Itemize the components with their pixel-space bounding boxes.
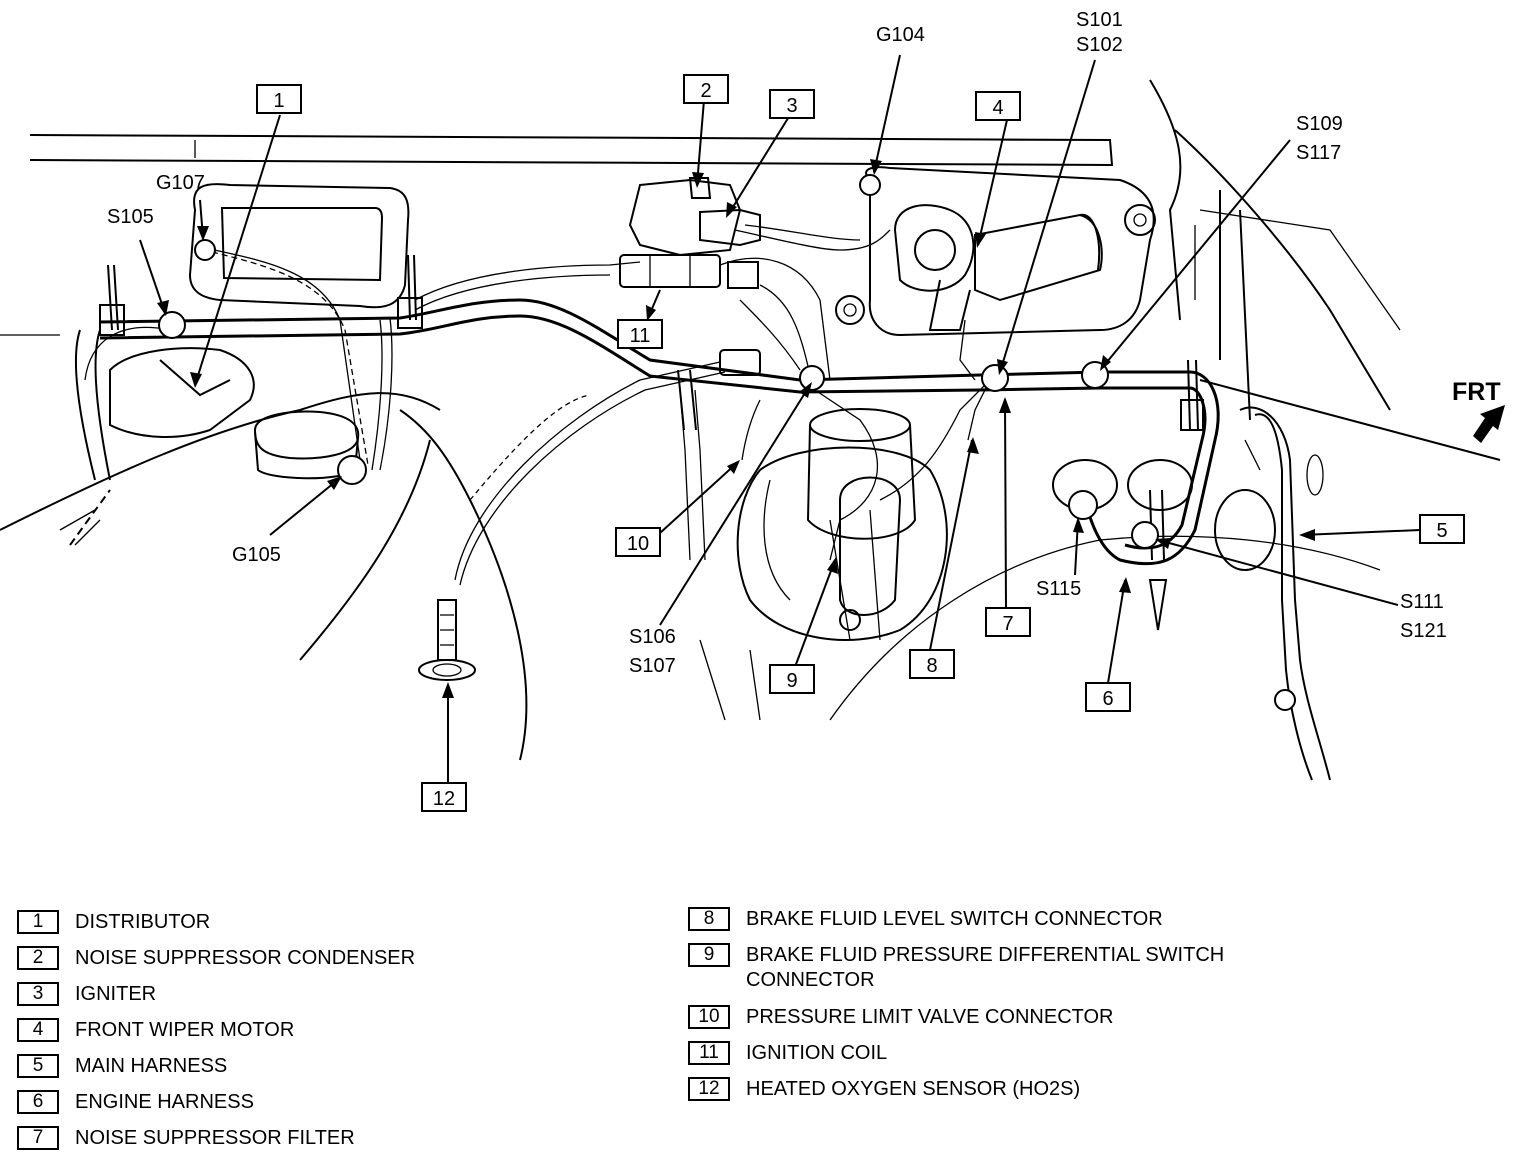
grommets xyxy=(1052,454,1324,631)
legend-number: 7 xyxy=(17,1126,59,1150)
callout-2: 2 xyxy=(683,74,729,104)
label-s115: S115 xyxy=(1036,578,1081,600)
label-g107: G107 xyxy=(156,172,205,194)
callout-3: 3 xyxy=(769,89,815,119)
front-arrow-icon xyxy=(1473,405,1505,443)
callout-10: 10 xyxy=(615,527,661,557)
wiring-diagram: FRT 1 2 3 4 5 6 7 8 9 10 11 12 G104 S101… xyxy=(0,9,1505,812)
label-s101: S101 xyxy=(1076,9,1123,31)
label-s105: S105 xyxy=(107,206,154,228)
svg-text:5: 5 xyxy=(1436,520,1447,542)
callout-8: 8 xyxy=(909,649,955,679)
ignition-components xyxy=(619,177,1103,376)
svg-text:8: 8 xyxy=(926,655,937,677)
legend-item-6: 6 ENGINE HARNESS xyxy=(17,1090,635,1115)
legend-number: 1 xyxy=(17,910,59,934)
svg-text:6: 6 xyxy=(1102,688,1113,710)
callouts: 1 2 3 4 5 6 7 8 9 10 11 12 xyxy=(256,74,1465,812)
arrowheads xyxy=(157,159,1315,698)
callout-9: 9 xyxy=(769,664,815,694)
oxygen-sensor xyxy=(418,599,476,681)
legend-item-3: 3 IGNITER xyxy=(17,982,635,1007)
legend-number: 2 xyxy=(17,946,59,970)
connector-labels: G104 S101 S102 S109 S117 G107 S105 G105 … xyxy=(107,9,1447,677)
splice-markers xyxy=(158,174,1296,711)
label-s102: S102 xyxy=(1076,34,1123,56)
front-direction-indicator: FRT xyxy=(1452,378,1505,443)
label-s107: S107 xyxy=(629,655,676,677)
svg-text:12: 12 xyxy=(433,788,455,810)
brake-master-cylinder xyxy=(736,408,948,641)
callout-1: 1 xyxy=(256,84,302,114)
svg-text:10: 10 xyxy=(627,533,649,555)
legend-number: 3 xyxy=(17,982,59,1006)
legend-number: 5 xyxy=(17,1054,59,1078)
label-g105: G105 xyxy=(232,544,281,566)
legend-item-11: 11 IGNITION COIL xyxy=(688,1041,1306,1066)
legend-label: FRONT WIPER MOTOR xyxy=(75,1019,295,1041)
label-s109: S109 xyxy=(1296,113,1343,135)
legend-label: BRAKE FLUID LEVEL SWITCH CONNECTOR xyxy=(746,908,1163,930)
legend-number: 10 xyxy=(688,1005,730,1029)
frt-label: FRT xyxy=(1452,378,1501,406)
label-s106: S106 xyxy=(629,626,676,648)
callout-6: 6 xyxy=(1085,682,1131,712)
legend-label: PRESSURE LIMIT VALVE CONNECTOR xyxy=(746,1006,1114,1028)
legend-label: IGNITER xyxy=(75,983,157,1005)
legend-label: MAIN HARNESS xyxy=(75,1055,228,1077)
svg-text:2: 2 xyxy=(700,80,711,102)
legend-item-9: 9 BRAKE FLUID PRESSURE DIFFERENTIAL SWIT… xyxy=(688,943,1286,993)
callout-5: 5 xyxy=(1419,514,1465,544)
legend-number: 11 xyxy=(688,1041,730,1065)
legend-number: 9 xyxy=(688,943,730,967)
label-s117: S117 xyxy=(1296,142,1341,164)
legend-label: ENGINE HARNESS xyxy=(75,1091,254,1113)
legend-item-5: 5 MAIN HARNESS xyxy=(17,1054,635,1079)
svg-text:4: 4 xyxy=(992,97,1003,119)
svg-text:7: 7 xyxy=(1002,613,1013,635)
legend-item-10: 10 PRESSURE LIMIT VALVE CONNECTOR xyxy=(688,1005,1306,1030)
legend-label: NOISE SUPPRESSOR FILTER xyxy=(75,1127,355,1149)
wires xyxy=(204,224,1261,586)
legend-label: NOISE SUPPRESSOR CONDENSER xyxy=(75,947,416,969)
legend-label: IGNITION COIL xyxy=(746,1042,888,1064)
main-harness xyxy=(75,298,1331,781)
distributor xyxy=(59,326,360,546)
legend-item-12: 12 HEATED OXYGEN SENSOR (HO2S) xyxy=(688,1077,1306,1102)
label-s121: S121 xyxy=(1400,620,1447,642)
legend-number: 8 xyxy=(688,907,730,931)
legend-number: 4 xyxy=(17,1018,59,1042)
legend-label: DISTRIBUTOR xyxy=(75,911,211,933)
legend-item-4: 4 FRONT WIPER MOTOR xyxy=(17,1018,635,1043)
svg-text:1: 1 xyxy=(273,90,284,112)
legend-label: BRAKE FLUID PRESSURE DIFFERENTIAL SWITCH… xyxy=(746,944,1225,991)
legend-item-7: 7 NOISE SUPPRESSOR FILTER xyxy=(17,1126,635,1151)
svg-text:11: 11 xyxy=(630,325,651,347)
legend-item-2: 2 NOISE SUPPRESSOR CONDENSER xyxy=(17,946,635,971)
callout-7: 7 xyxy=(985,607,1031,637)
leader-lines xyxy=(139,54,1421,785)
callout-4: 4 xyxy=(975,91,1021,121)
label-s111: S111 xyxy=(1400,591,1444,613)
legend-item-1: 1 DISTRIBUTOR xyxy=(17,910,635,935)
legend-number: 12 xyxy=(688,1077,730,1101)
svg-text:3: 3 xyxy=(786,95,797,117)
harness-clips xyxy=(99,254,1204,431)
legend-label: HEATED OXYGEN SENSOR (HO2S) xyxy=(746,1078,1081,1100)
callout-12: 12 xyxy=(421,782,467,812)
label-g104: G104 xyxy=(876,24,925,46)
callout-11: 11 xyxy=(617,319,663,349)
legend-item-8: 8 BRAKE FLUID LEVEL SWITCH CONNECTOR xyxy=(688,907,1306,932)
legend-number: 6 xyxy=(17,1090,59,1114)
svg-text:9: 9 xyxy=(786,670,797,692)
